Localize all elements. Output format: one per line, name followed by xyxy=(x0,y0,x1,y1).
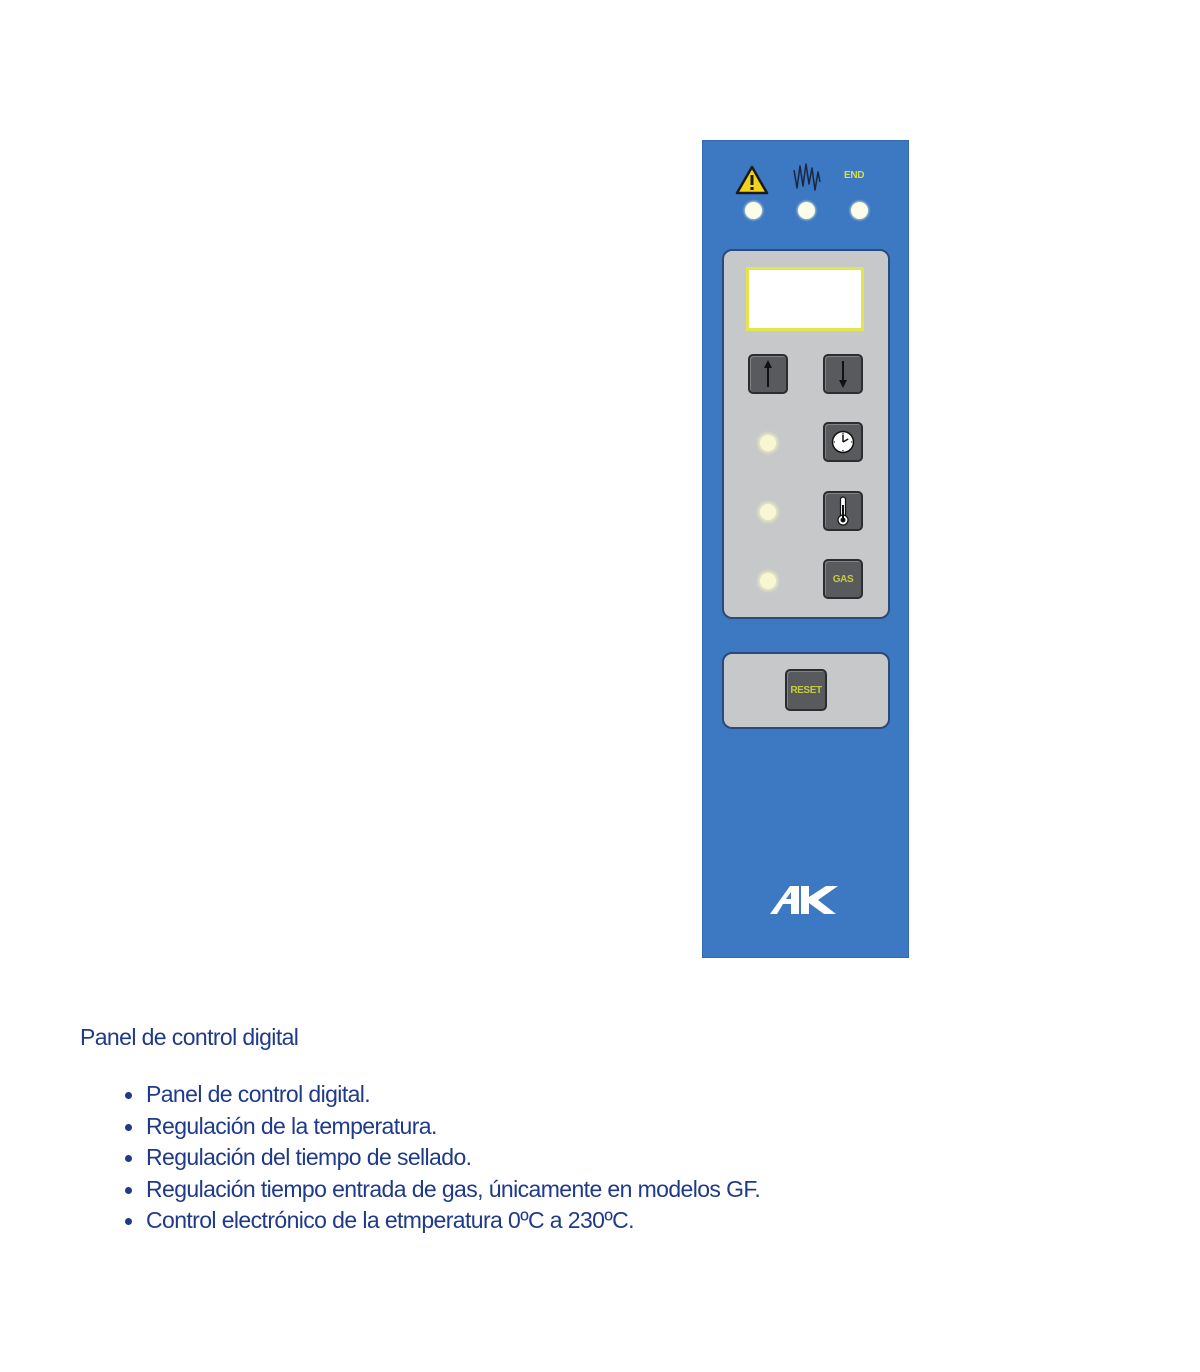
end-led xyxy=(851,202,868,219)
list-item: Regulación tiempo entrada de gas, únicam… xyxy=(124,1174,761,1206)
up-button[interactable] xyxy=(748,354,788,394)
timer-button[interactable] xyxy=(823,422,863,462)
list-item: Panel de control digital. xyxy=(124,1079,760,1111)
clock-icon xyxy=(831,430,855,454)
down-button[interactable] xyxy=(823,354,863,394)
gas-button[interactable]: GAS xyxy=(823,559,863,599)
feature-list: Panel de control digital. Regulación de … xyxy=(124,1079,761,1237)
ak-logo xyxy=(770,886,838,914)
reset-button[interactable]: RESET xyxy=(785,669,827,711)
temperature-button[interactable] xyxy=(823,491,863,531)
timer-led xyxy=(760,435,776,451)
gas-led xyxy=(760,573,776,589)
lcd-display xyxy=(746,267,864,331)
heating-coil-icon xyxy=(793,163,821,191)
arrow-down-icon xyxy=(839,361,847,388)
end-indicator-label: END xyxy=(844,170,865,181)
reset-button-label: RESET xyxy=(790,684,822,696)
list-item: Control electrónico de la etmperatura 0º… xyxy=(124,1205,760,1237)
thermometer-icon xyxy=(837,496,849,526)
warning-led xyxy=(745,202,762,219)
heating-led xyxy=(798,202,815,219)
section-heading: Panel de control digital xyxy=(80,1024,299,1050)
gas-button-label: GAS xyxy=(832,573,854,585)
arrow-up-icon xyxy=(764,360,772,387)
list-item: Regulación del tiempo de sellado. xyxy=(124,1142,760,1174)
list-item: Regulación de la temperatura. xyxy=(124,1111,760,1143)
warning-triangle-icon xyxy=(735,165,769,195)
temperature-led xyxy=(760,504,776,520)
